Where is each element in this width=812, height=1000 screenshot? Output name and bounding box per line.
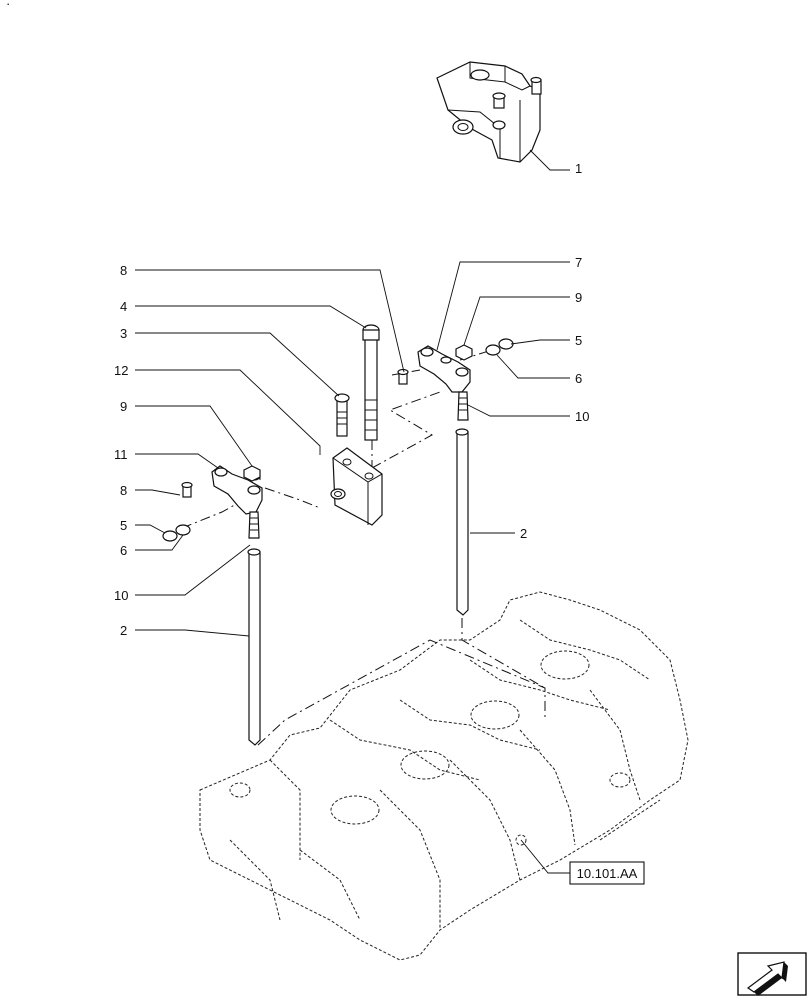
callout-10-right: 10 — [575, 409, 589, 424]
callout-5-right: 5 — [575, 333, 582, 348]
callout-6-left: 6 — [120, 543, 127, 558]
callout-1: 1 — [575, 161, 582, 176]
callout-3: 3 — [120, 326, 127, 341]
corner-mark: · — [6, 0, 10, 11]
callout-12: 12 — [114, 363, 128, 378]
callout-10-left: 10 — [114, 588, 128, 603]
callout-labels: 1 8 4 3 12 9 11 8 5 6 10 2 7 9 5 6 10 2 — [114, 161, 589, 638]
long-bolt — [362, 324, 380, 441]
callout-2-left: 2 — [120, 623, 127, 638]
callout-8-top: 8 — [120, 263, 127, 278]
callout-8-left: 8 — [120, 483, 127, 498]
cylinder-head-illustration — [199, 591, 689, 961]
right-rocker-lever — [417, 345, 471, 393]
short-bolt — [334, 393, 350, 437]
callout-11: 11 — [114, 447, 128, 462]
callout-2-right: 2 — [520, 526, 527, 541]
right-adjust-screw — [397, 368, 409, 385]
right-rings — [485, 338, 514, 356]
leader-lines — [135, 261, 570, 637]
callout-7: 7 — [575, 255, 582, 270]
reference-code[interactable]: 10.101.AA — [577, 866, 638, 881]
callout-6-right: 6 — [575, 371, 582, 386]
left-rings — [162, 524, 191, 542]
right-ball-stud — [457, 391, 469, 421]
left-ball-stud — [248, 511, 260, 539]
callout-4: 4 — [120, 299, 127, 314]
callout-9-left: 9 — [120, 399, 127, 414]
next-page-arrow-icon[interactable] — [737, 952, 807, 996]
left-nut — [243, 465, 261, 482]
callout-5-left: 5 — [120, 518, 127, 533]
right-nut — [455, 344, 473, 361]
right-push-rod — [455, 428, 469, 616]
reference-box[interactable] — [569, 861, 645, 885]
rocker-assembly-illustration — [436, 61, 542, 163]
left-adjust-screw — [181, 481, 193, 498]
left-push-rod — [247, 548, 261, 746]
rocker-support-block — [330, 447, 383, 526]
callout-9-right: 9 — [575, 290, 582, 305]
